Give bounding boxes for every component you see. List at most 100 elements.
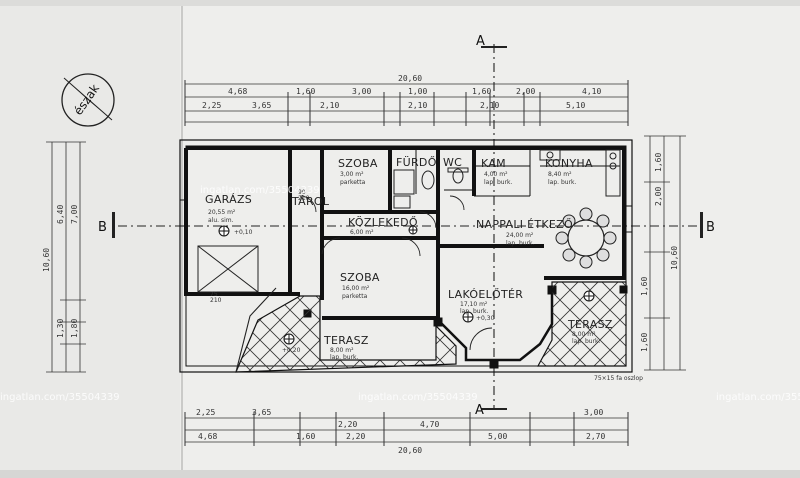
watermark-1: ingatlan.com/35504339 [200,185,320,196]
dim-bot-5: 3,00 [584,408,603,417]
dim-top-total: 20,60 [398,74,422,83]
section-b-left: B [98,220,107,235]
room-pantry-area: 4,00 m² [484,171,508,178]
section-b-right: B [706,220,715,235]
level-markers [218,225,595,345]
watermark-4: ingatlan.com/35504339 [716,392,800,403]
dim-right-1: 1,60 [654,153,663,172]
room-terrace1-level: +0,20 [282,347,301,354]
dim-top2-5: 2,10 [480,101,499,110]
dim-left-total: 10,60 [42,248,51,272]
room-hallway-area: 6,00 m² [350,229,374,236]
left-dimension-lines [46,141,86,373]
garage-slab [197,245,259,293]
room-foyer-level: +0,30 [476,315,495,322]
dim-bot2-3: 2,20 [346,432,365,441]
room-kitchen-name: KONYHA [545,157,593,170]
door-size-3: 75 [210,291,218,298]
room-bedroom2-floor: parketta [342,293,368,300]
window-marks [180,139,632,233]
room-garage-floor: alu. sim. [208,217,234,224]
top-dimension-lines [184,80,629,126]
dim-top2-6: 5,10 [566,101,585,110]
dim-left-4: 1,80 [70,319,79,338]
dining-table [555,207,617,269]
section-markers [112,46,703,410]
room-garage-level: +0,10 [234,229,253,236]
room-bedroom2-name: SZOBA [340,271,380,284]
room-garage-area: 20,55 m² [208,209,236,216]
door-size-1: 90 [298,189,306,196]
dim-bot-4: 4,70 [420,420,439,429]
dim-top-7: 4,10 [582,87,601,96]
dim-top-6: 2,00 [516,87,535,96]
dim-right-2: 2,00 [654,187,663,206]
terrace-left [235,295,457,373]
dim-left-3: 1,30 [56,319,65,338]
dim-bot-total: 20,60 [398,446,422,455]
room-pantry-floor: lap. burk. [484,179,513,186]
dim-top2-1: 2,25 [202,101,221,110]
bathroom-fixtures [393,167,469,209]
room-foyer-area: 17,10 m² [460,301,488,308]
dim-bot2-5: 2,70 [586,432,605,441]
room-foyer-name: LAKÓELŐTÉR [448,287,523,301]
room-kitchen-area: 8,40 m² [548,171,572,178]
dim-right-total: 10,60 [670,246,679,270]
room-storage-name: TÁROL [291,195,330,208]
dim-top-3: 3,00 [352,87,371,96]
section-lines [118,44,700,410]
section-a-bottom: A [475,403,484,418]
room-terrace1-area: 8,00 m² [330,347,354,354]
room-living-name: NAPPALI ÉTKEZŐ [476,217,573,231]
dim-bot2-4: 5,00 [488,432,507,441]
dim-top-5: 1,60 [472,87,491,96]
room-terrace1-name: TERASZ [323,334,369,347]
dim-right-4: 1,60 [640,333,649,352]
wall-structure [184,146,626,320]
watermark-2: ingatlan.com/35504339 [0,392,120,403]
dim-left-1: 6,40 [56,205,65,224]
dim-right-3: 1,60 [640,277,649,296]
room-foyer-floor: lap. burk. [460,308,489,315]
door-size-4: 210 [210,297,222,304]
section-a-top: A [476,34,485,49]
dim-top-1: 4,68 [228,87,247,96]
room-garage-name: GARÁZS [205,193,252,206]
door-swings [299,195,493,351]
right-dimension-lines [644,135,686,371]
room-wc-name: WC [443,156,462,169]
dim-top2-3: 2,10 [320,101,339,110]
terrace-right [536,281,627,367]
dim-bot2-1: 4,68 [198,432,217,441]
room-pantry-name: KAM [481,157,506,170]
room-bedroom1-floor: parketta [340,179,366,186]
room-terrace2-area: 8,00 m² [572,331,596,338]
kitchen-fixtures [539,149,621,197]
room-terrace2-floor: lap. burk. [572,338,601,345]
dim-left-2: 7,00 [70,205,79,224]
door-size-2: 210 [298,195,310,202]
bottom-dimension-lines [184,412,629,446]
room-living-area: 24,00 m² [506,232,534,239]
room-terrace2-name: TERASZ [567,318,613,331]
room-bedroom2-area: 16,00 m² [342,285,370,292]
room-terrace1-floor: lap. burk. [330,354,359,361]
room-bedroom1-name: SZOBA [338,157,378,170]
dim-bot2-2: 1,60 [296,432,315,441]
dim-bot-1: 2,25 [196,408,215,417]
column-note: 75×15 fa oszlop [594,375,643,382]
room-bedroom1-area: 3,00 m² [340,171,364,178]
dim-top-2: 1,60 [296,87,315,96]
room-bathroom-name: FÜRDŐ [396,155,437,169]
dim-bot-2: 3,65 [252,408,271,417]
dim-top2-2: 3,65 [252,101,271,110]
dim-bot-3: 2,20 [338,420,357,429]
dim-top2-4: 2,10 [408,101,427,110]
north-arrow [61,73,115,127]
room-kitchen-floor: lap. burk. [548,179,577,186]
room-hallway-name: KÖZLEKEDŐ [348,215,418,229]
room-living-floor: lap. burk. [506,240,535,247]
